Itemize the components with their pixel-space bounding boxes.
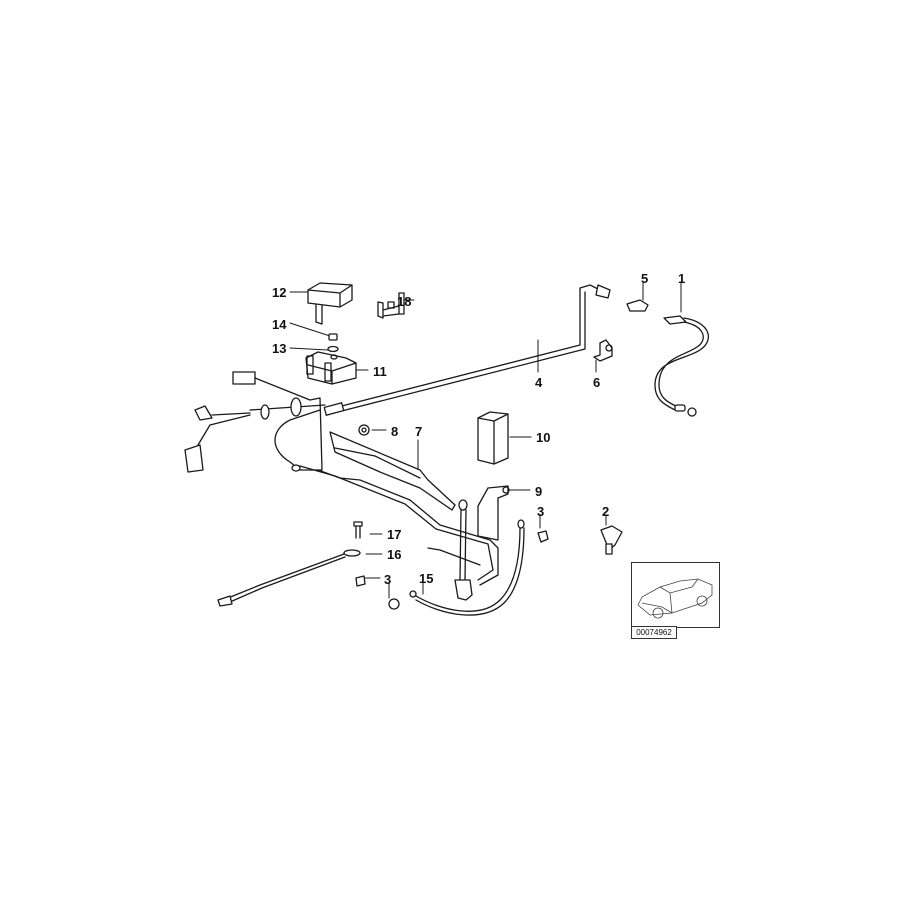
callout-9: 9 bbox=[535, 484, 543, 499]
part-3-nut-b bbox=[355, 575, 366, 587]
part-5-clip bbox=[626, 299, 649, 312]
part-3-nut-c bbox=[388, 598, 400, 610]
callout-15: 15 bbox=[419, 571, 434, 586]
part-12-cover bbox=[307, 282, 353, 325]
callout-14: 14 bbox=[272, 317, 287, 332]
part-9-bracket bbox=[477, 485, 510, 541]
part-18-bracket bbox=[377, 292, 405, 319]
part-7-strip bbox=[329, 431, 456, 511]
callout-7: 7 bbox=[415, 424, 423, 439]
ground-strap-vertical bbox=[454, 499, 473, 601]
vehicle-thumbnail bbox=[631, 562, 720, 628]
callout-12: 12 bbox=[272, 285, 287, 300]
part-4-cable bbox=[323, 284, 611, 416]
part-16-strap bbox=[217, 549, 361, 607]
callout-3a: 3 bbox=[537, 504, 545, 519]
part-15-cable bbox=[409, 519, 525, 616]
callout-1: 1 bbox=[678, 271, 686, 286]
callout-8: 8 bbox=[391, 424, 399, 439]
callout-6: 6 bbox=[593, 375, 601, 390]
car-sedan-icon bbox=[637, 578, 713, 619]
wiring-harness bbox=[184, 371, 499, 586]
callout-5: 5 bbox=[641, 271, 649, 286]
leader-lines bbox=[289, 281, 682, 599]
part-1-cable bbox=[654, 315, 710, 417]
callout-10: 10 bbox=[536, 430, 551, 445]
part-2-sensor bbox=[600, 525, 623, 555]
callout-11: 11 bbox=[373, 364, 387, 379]
part-11-bracket bbox=[305, 351, 357, 385]
callout-4: 4 bbox=[535, 375, 543, 390]
part-3-nut-a bbox=[537, 530, 549, 543]
part-8-nut bbox=[358, 424, 370, 436]
part-6-clip bbox=[593, 339, 613, 362]
part-13-washer bbox=[327, 345, 339, 353]
diagram-code: 00074962 bbox=[631, 626, 677, 639]
callout-13: 13 bbox=[272, 341, 287, 356]
callout-17: 17 bbox=[387, 527, 402, 542]
callout-16: 16 bbox=[387, 547, 402, 562]
callout-3b: 3 bbox=[384, 572, 392, 587]
callout-2: 2 bbox=[602, 504, 610, 519]
part-10-module bbox=[477, 411, 509, 465]
part-14-nut bbox=[328, 333, 338, 341]
part-17-bolt bbox=[353, 521, 363, 539]
callout-18: 18 bbox=[397, 294, 412, 309]
